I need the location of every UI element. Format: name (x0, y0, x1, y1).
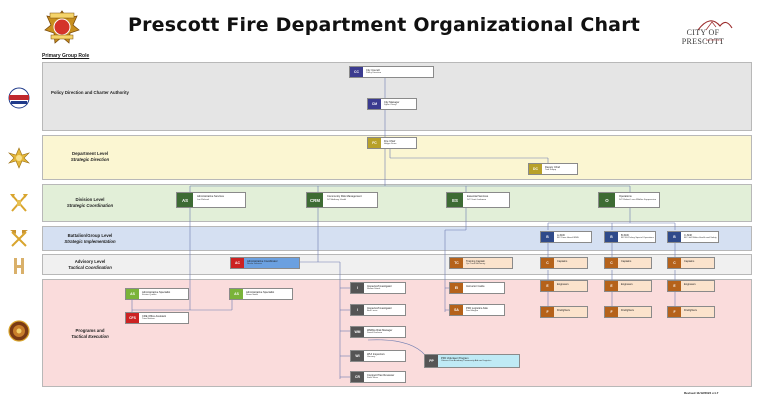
node-engineers-a[interactable]: E Engineers (540, 280, 588, 292)
department-patch-icon (8, 320, 30, 342)
fire-hydrant-icon (14, 258, 24, 274)
node-pfd-volunteer-program[interactable]: PP PFD Volunteer Program Citizens Fire A… (424, 354, 520, 368)
crossed-axes-icon (10, 230, 28, 247)
city-logo-text: CITY OF PRESCOTT (681, 28, 725, 46)
node-administrative-services[interactable]: AS Administrative Services Lori Richard (176, 192, 246, 208)
node-firefighters-c[interactable]: F Firefighters (667, 306, 715, 318)
node-essential-services[interactable]: ES Essential Services D/C Scott Loebman (446, 192, 510, 208)
node-firefighters-a[interactable]: F Firefighters (540, 306, 588, 318)
maltese-cross-icon (8, 147, 30, 169)
node-inspector-investigator-2[interactable]: I Inspector/Investigator Bret Lucas (350, 304, 406, 316)
prescott-fire-badge-icon (44, 10, 80, 44)
node-administrative-specialist-1[interactable]: AS Administrative Specialist Kristen Que… (125, 288, 189, 300)
node-fire-chief[interactable]: FC Fire Chief Holger Durre (367, 137, 417, 149)
node-cre-office-assistant[interactable]: CFS CRE Office Assistant Trina Nielsen (125, 312, 189, 324)
node-administrative-specialist-2[interactable]: AS Administrative Specialist Diana Smith (229, 288, 293, 300)
node-city-council[interactable]: CC City Council Policy Direction (349, 66, 434, 78)
node-firefighters-b[interactable]: F Firefighters (604, 306, 652, 318)
node-wildfire-risk-manager[interactable]: WM Wildfire Risk Manager Darrell Jackson (350, 326, 406, 338)
node-engineers-c[interactable]: E Engineers (667, 280, 715, 292)
band-label-policy: Policy Direction and Charter Authority (51, 90, 129, 95)
node-administrative-coordinator[interactable]: AC Administrative Coordinator Nicole Joh… (230, 257, 300, 269)
node-battalion-b-shift[interactable]: B B-Shift B/C Eli Pelsey Special Operati… (604, 231, 656, 243)
node-deputy-chief[interactable]: DC Deputy Chief Tom Knapp (528, 163, 578, 175)
node-inspector-investigator-1[interactable]: I Inspector/Investigator Shawn Stieck (350, 282, 406, 294)
city-of-prescott-logo (697, 20, 733, 31)
node-battalion-c-shift[interactable]: B C-Shift B/C Jeff Walter Health and Saf… (667, 231, 719, 243)
crossed-trumpets-icon (10, 194, 28, 212)
primary-group-role-label: Primary Group Role (42, 53, 90, 59)
city-seal-icon (8, 87, 30, 109)
node-city-manager[interactable]: CM City Manager Dylan Cleary (367, 98, 417, 110)
node-instructor-cadre[interactable]: EI Instructor Cadre (449, 282, 505, 294)
node-community-risk-management[interactable]: CRM Community Risk Management D/C Anthon… (306, 192, 378, 208)
node-captains-a[interactable]: C Captains (540, 257, 588, 269)
city-logo-subtext: ARIZONA (706, 38, 723, 42)
node-pfd-logistics-aide[interactable]: SA PFD Logistics Aide Dan Morgan (449, 304, 505, 316)
page-title: Prescott Fire Department Organizational … (127, 14, 641, 36)
node-wui-inspectors[interactable]: WI WUI Inspectors Vacancy (350, 350, 406, 362)
node-engineers-b[interactable]: E Engineers (604, 280, 652, 292)
node-training-captain[interactable]: TC Training Captain Cpt Trent McKinney (449, 257, 513, 269)
node-operations[interactable]: O Operations D/C Robert Luna Wildfire Su… (598, 192, 660, 208)
node-captains-b[interactable]: C Captains (604, 257, 652, 269)
node-battalion-a-shift[interactable]: B A-Shift B/C Dave Harrell EMS (540, 231, 592, 243)
revision-note: Revised 11/12/2024 v.1.7 (684, 391, 719, 395)
node-captains-c[interactable]: C Captains (667, 257, 715, 269)
node-contract-plan-reviewer[interactable]: CR Contract Plan Reviewer Keith Wess (350, 371, 406, 383)
